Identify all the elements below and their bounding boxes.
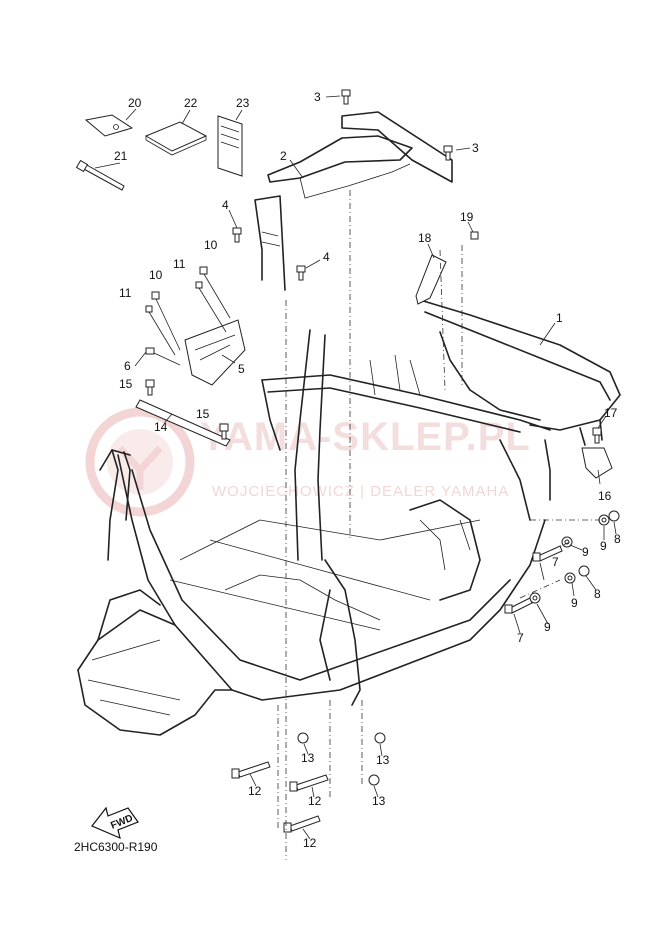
watermark-subtitle: WOJCIECHOWICZ | DEALER YAMAHA: [212, 483, 509, 500]
bolt-3a-part: [341, 89, 351, 105]
callout-11a: 11: [119, 286, 132, 300]
stay-14-part: [135, 399, 231, 447]
bolt-11a-part: [145, 305, 176, 356]
bracket-18-part: [415, 254, 447, 305]
callout-18: 18: [418, 231, 432, 245]
callout-23: 23: [236, 96, 250, 110]
callout-12a: 12: [248, 784, 262, 798]
callout-15b: 15: [196, 407, 210, 421]
manual-booklet-part: [144, 121, 208, 156]
callout-9c: 9: [571, 596, 578, 610]
callout-1: 1: [556, 311, 563, 325]
callout-21: 21: [114, 149, 128, 163]
bolt-6-part: [145, 347, 181, 366]
callout-12c: 12: [303, 836, 317, 850]
bolt-12b-part: [289, 774, 329, 792]
bolt-15b-part: [219, 423, 229, 440]
bracket-5-part: [184, 319, 246, 386]
callout-13c: 13: [372, 794, 386, 808]
callout-16: 16: [598, 489, 612, 503]
callout-17: 17: [604, 406, 618, 420]
nut-8a-part: [608, 510, 620, 522]
bolt-4b-part: [296, 265, 306, 281]
callout-13a: 13: [301, 751, 315, 765]
bolt-15a-part: [145, 379, 155, 396]
callout-10a: 10: [149, 268, 163, 282]
upper-frame-part: [254, 111, 453, 291]
alignment-lines: [277, 190, 600, 860]
callout-3a: 3: [314, 90, 321, 104]
callout-5: 5: [238, 362, 245, 376]
bolt-11b-part: [195, 281, 227, 333]
nut-13c-part: [368, 774, 380, 786]
nut-13b-part: [374, 732, 386, 744]
nut-8b-part: [578, 565, 590, 577]
bolt-17-part: [592, 427, 602, 444]
bolt-3b-part: [443, 145, 453, 161]
callout-7b: 7: [517, 631, 524, 645]
callout-8b: 8: [594, 587, 601, 601]
owner-card-part: [217, 115, 243, 177]
callout-3b: 3: [472, 141, 479, 155]
bolt-12a-part: [231, 761, 271, 779]
bolt-10b-part: [199, 266, 231, 319]
forward-arrow-icon: FWD: [91, 806, 139, 840]
callout-22: 22: [184, 96, 198, 110]
bracket-16-part: [581, 447, 613, 479]
bolt-12c-part: [283, 815, 321, 833]
washer-9a-part: [598, 514, 610, 526]
watermark-title: YAMA-SKLEP.PL: [200, 415, 531, 459]
callout-19: 19: [460, 210, 474, 224]
washer-9d-part: [529, 592, 541, 604]
callout-14: 14: [154, 420, 168, 434]
callout-15a: 15: [119, 377, 133, 391]
callout-7a: 7: [552, 555, 559, 569]
washer-9c-part: [564, 572, 576, 584]
callout-4b: 4: [323, 250, 330, 264]
callout-9a: 9: [582, 545, 589, 559]
callout-9d: 9: [544, 620, 551, 634]
bolt-7b-part: [504, 597, 533, 614]
callout-8a: 8: [614, 532, 621, 546]
nut-13a-part: [297, 732, 309, 744]
callout-12b: 12: [308, 794, 322, 808]
bolt-4a-part: [232, 227, 242, 243]
diagram-code: 2HC6300-R190: [74, 840, 158, 854]
leader-lines: [94, 95, 617, 840]
bolt-10a-part: [151, 291, 181, 351]
callout-20: 20: [128, 96, 142, 110]
main-frame-part: [77, 299, 621, 736]
tool-part: [75, 159, 125, 191]
bolt-19-part: [470, 231, 479, 240]
label-plate-part: [84, 114, 134, 137]
callout-4a: 4: [222, 198, 229, 212]
callouts: 1 2 3 3 4 4 5 6 7 7 8 8 9 9 9 9 10 10 11…: [114, 90, 621, 850]
callout-13b: 13: [376, 753, 390, 767]
callout-9b: 9: [600, 539, 607, 553]
callout-11b: 11: [173, 257, 186, 271]
callout-2: 2: [280, 149, 287, 163]
callout-10b: 10: [204, 238, 218, 252]
callout-6: 6: [124, 359, 131, 373]
